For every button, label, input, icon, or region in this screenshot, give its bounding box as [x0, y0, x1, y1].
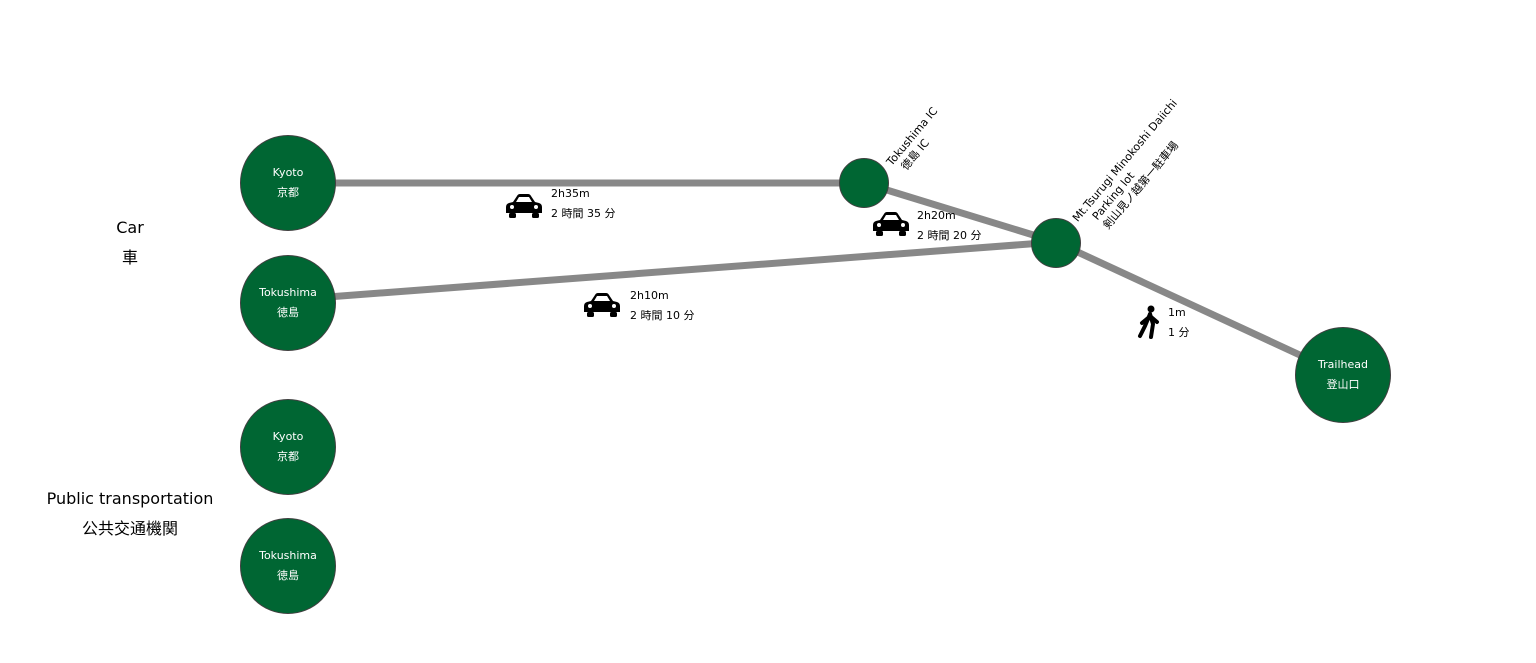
time-kyoto-tokushima-ic: 2h35m 2 時間 35 分 — [551, 184, 616, 224]
time-tokushima-parking-ja: 2 時間 10 分 — [630, 309, 695, 322]
section-car-en: Car — [116, 218, 144, 237]
time-tokushima-parking-en: 2h10m — [630, 289, 669, 302]
route-tokushima-ic-parking — [862, 179, 1058, 246]
node-tokushima-car-en: Tokushima — [259, 286, 317, 299]
node-tokushima-car-ja: 徳島 — [277, 306, 299, 319]
route-parking-trailhead — [1054, 238, 1345, 379]
time-ic-parking-ja: 2 時間 20 分 — [917, 229, 982, 242]
node-parking-lot — [1031, 218, 1081, 268]
section-public-ja: 公共交通機関 — [81, 519, 178, 538]
node-trailhead: Trailhead 登山口 — [1295, 327, 1391, 423]
section-label-public-transportation: Public transportation 公共交通機関 — [30, 484, 230, 544]
node-tokushima-public-ja: 徳島 — [277, 569, 299, 582]
section-car-ja: 車 — [121, 248, 138, 267]
time-tokushima-parking: 2h10m 2 時間 10 分 — [630, 286, 695, 326]
time-parking-trailhead-en: 1m — [1168, 306, 1186, 319]
time-kyoto-ic-ja: 2 時間 35 分 — [551, 207, 616, 220]
section-label-car: Car 車 — [80, 213, 180, 273]
node-tokushima-public: Tokushima 徳島 — [240, 518, 336, 614]
car-icon — [873, 212, 909, 236]
node-kyoto-public: Kyoto 京都 — [240, 399, 336, 495]
node-tokushima-ic — [839, 158, 889, 208]
node-trailhead-ja: 登山口 — [1326, 378, 1360, 391]
walking-person-icon — [1138, 305, 1159, 339]
time-tokushima-ic-parking: 2h20m 2 時間 20 分 — [917, 206, 982, 246]
node-kyoto-car-en: Kyoto — [272, 166, 304, 179]
time-kyoto-ic-en: 2h35m — [551, 187, 590, 200]
time-ic-parking-en: 2h20m — [917, 209, 956, 222]
node-kyoto-car-ja: 京都 — [277, 186, 299, 199]
node-kyoto-public-en: Kyoto — [272, 430, 304, 443]
node-trailhead-en: Trailhead — [1318, 358, 1368, 371]
car-icon — [584, 293, 620, 317]
section-public-en: Public transportation — [46, 489, 214, 508]
car-icon — [506, 194, 542, 218]
node-kyoto-public-ja: 京都 — [277, 450, 299, 463]
node-tokushima-car: Tokushima 徳島 — [240, 255, 336, 351]
node-kyoto-car: Kyoto 京都 — [240, 135, 336, 231]
time-parking-trailhead: 1m 1 分 — [1168, 303, 1190, 343]
time-parking-trailhead-ja: 1 分 — [1168, 326, 1190, 339]
route-tokushima-parking — [287, 238, 1057, 304]
node-tokushima-public-en: Tokushima — [259, 549, 317, 562]
